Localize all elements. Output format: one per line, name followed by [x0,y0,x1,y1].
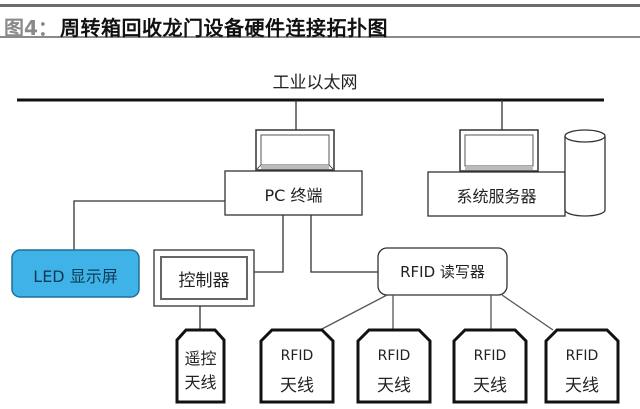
figure-number: 图4： [4,16,58,40]
rfid-antenna-label-line1: RFID [473,348,507,364]
led-display-box [11,249,140,298]
rfid-antenna-label-line2: 天线 [565,376,599,396]
rfid-antenna-label-line2: 天线 [377,376,411,396]
rfid-antenna-label-line1: RFID [565,348,599,364]
remote-antenna-label-line2: 天线 [184,373,217,392]
led-display-label: LED 显示屏 [33,267,118,286]
pc-terminal-box [224,170,363,216]
figure-title-bar: 图4： 周转箱回收龙门设备硬件连接拓扑图 [0,4,640,40]
system-server-label: 系统服务器 [456,187,537,206]
system-server-box [427,171,566,217]
rfid-antenna-shape [259,328,335,404]
server-monitor-icon [459,129,539,172]
ethernet-label: 工业以太网 [272,73,358,93]
remote-antenna-shape [175,328,226,404]
controller-inner-box [160,256,248,300]
pc-to-rfid-reader-link [310,215,378,273]
remote-antenna-label-line1: 遥控 [184,349,217,368]
rfid-antenna-shape [452,328,528,404]
rfid-antenna-shape [544,328,620,404]
rfid-antenna-label-line2: 天线 [280,376,314,396]
rfid-reader-box [377,247,508,296]
database-cylinder-icon [564,129,606,217]
figure-title: 周转箱回收龙门设备硬件连接拓扑图 [60,16,388,40]
rfid-reader-label: RFID 读写器 [400,263,485,281]
rfid-antenna-label-line2: 天线 [473,376,507,396]
rfid-antenna-label-line1: RFID [280,348,314,364]
rfid-antenna-shape [356,328,432,404]
pc-to-led-link [73,200,225,250]
reader-to-antenna-4-link [501,294,554,331]
controller-label: 控制器 [178,271,230,291]
pc-to-controller-link [254,215,284,273]
reader-to-antenna-1-link [319,294,388,331]
pc-terminal-label: PC 终端 [264,186,323,205]
rfid-antenna-label-line1: RFID [377,348,411,364]
pc-monitor-icon [255,129,335,171]
